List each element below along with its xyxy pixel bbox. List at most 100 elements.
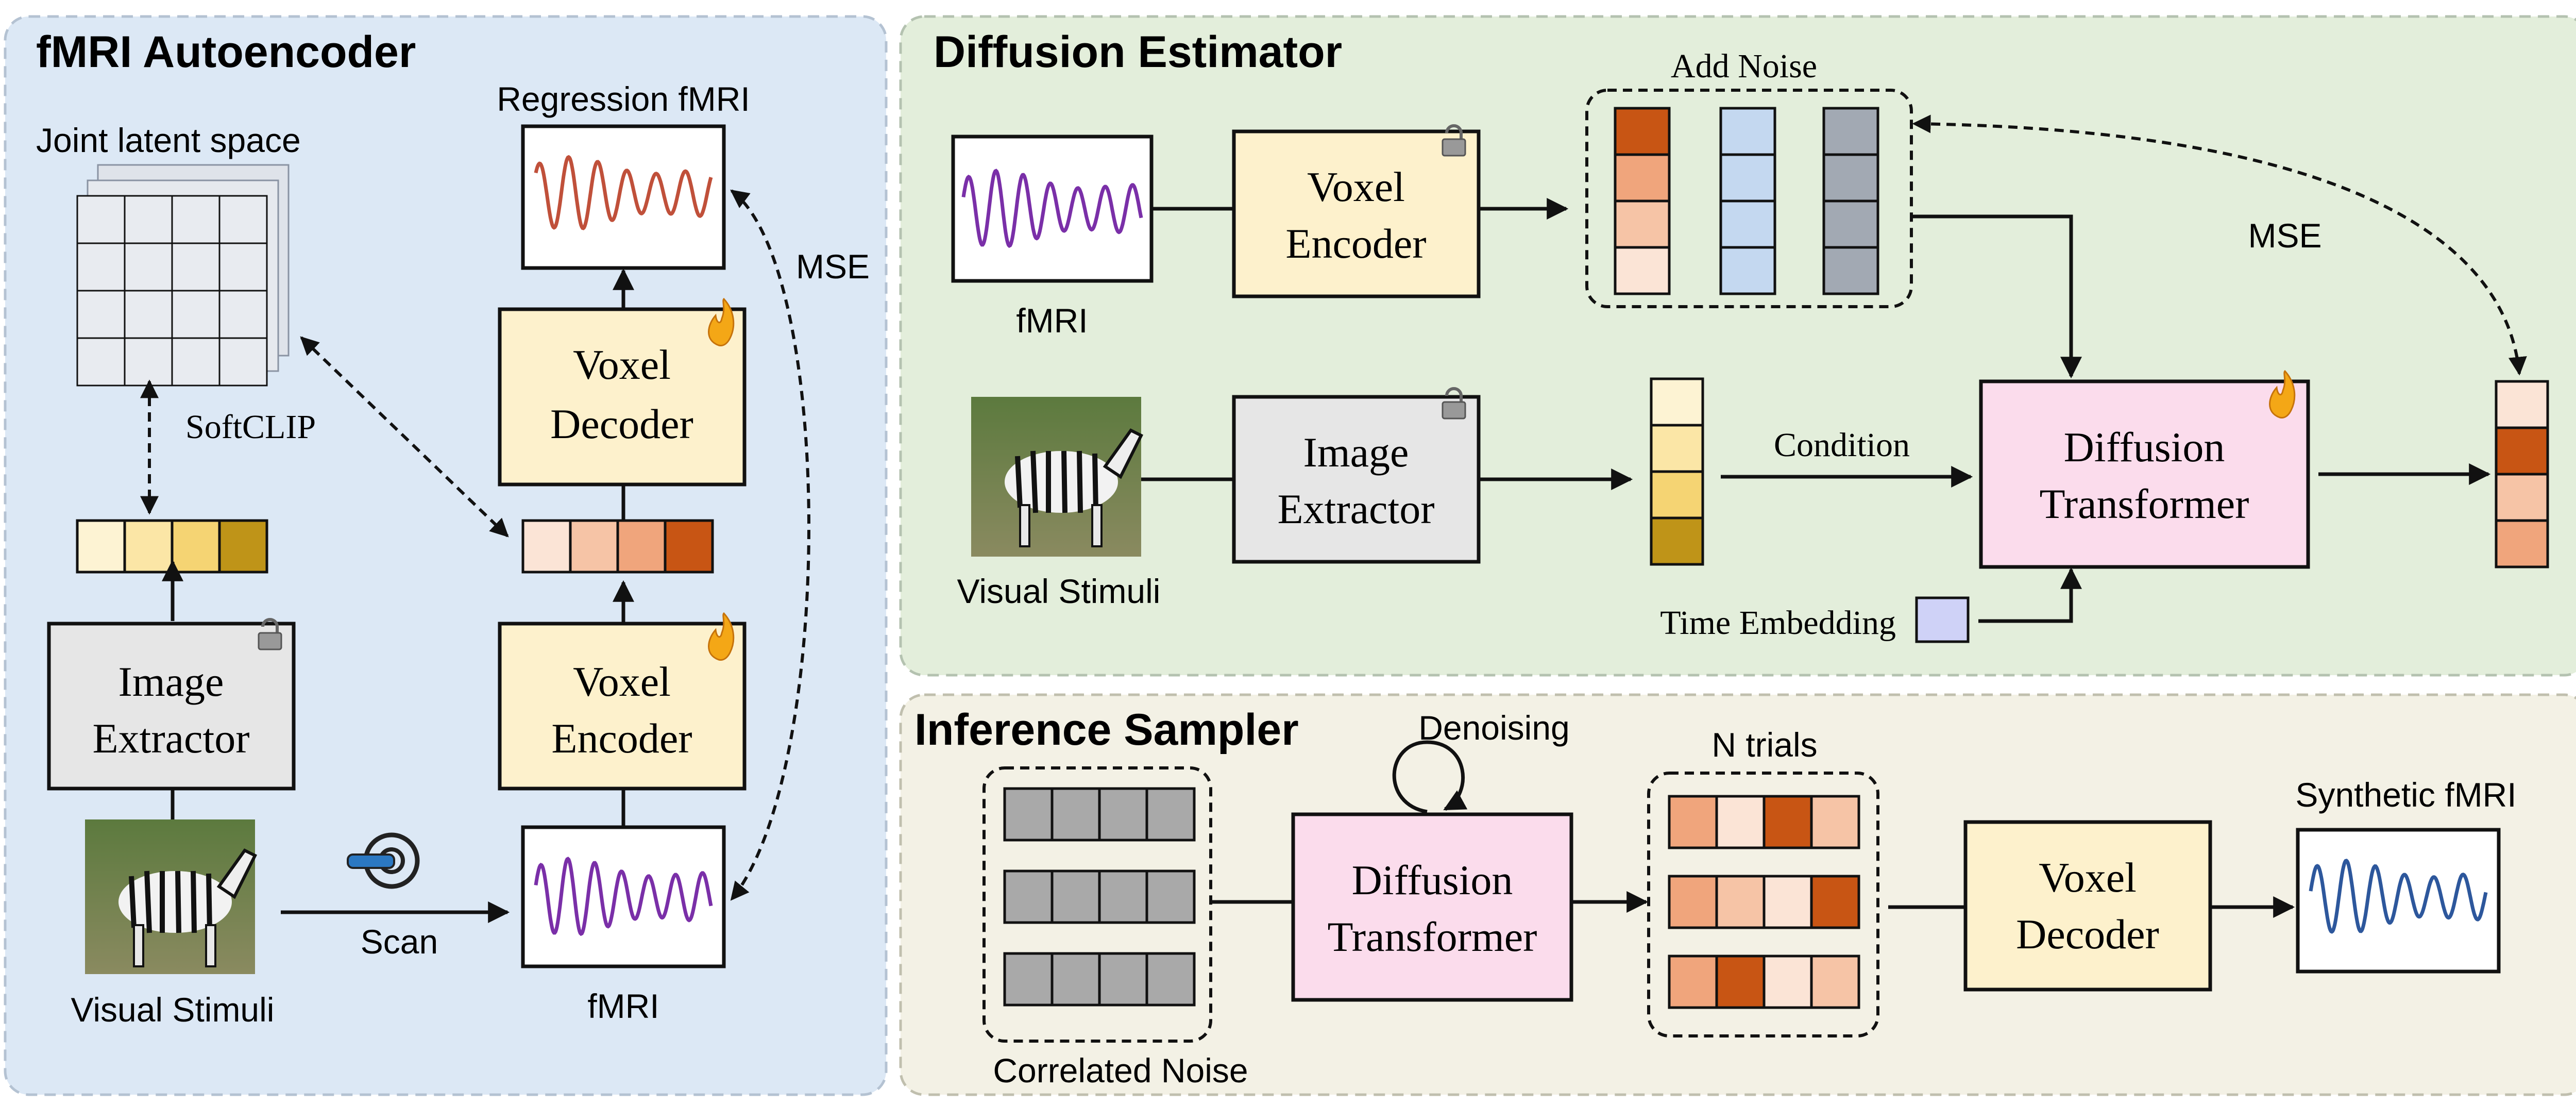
estimator-image-extractor-label-2: Extractor xyxy=(1277,485,1434,532)
noise-token xyxy=(1719,107,1776,156)
panel-title-autoencoder: fMRI Autoencoder xyxy=(36,27,416,77)
flame-icon xyxy=(2269,370,2296,418)
diffusion-transformer-label-1: Diffusion xyxy=(2064,424,2225,471)
n-trials-rows xyxy=(1668,795,1860,1009)
panel-title-sampler: Inference Sampler xyxy=(914,705,1299,755)
softclip-label: SoftCLIP xyxy=(185,408,316,446)
estimator-fmri-label: fMRI xyxy=(1016,302,1088,340)
correlated-noise-label: Correlated Noise xyxy=(993,1051,1248,1090)
denoising-loop-arrow xyxy=(1392,740,1468,814)
latent-grid-cell xyxy=(218,242,268,292)
output-token xyxy=(2495,473,2549,522)
estimator-fmri-curve xyxy=(961,169,1143,248)
latent-grid-cell xyxy=(76,195,126,244)
n-trials-group xyxy=(1647,772,1879,1037)
time-embedding-token xyxy=(1915,596,1970,643)
correlated-noise-token xyxy=(1003,787,1054,842)
softclip-diagonal-arrow xyxy=(300,336,509,538)
latent-token xyxy=(664,519,714,574)
sampler-diffusion-transformer-label-1: Diffusion xyxy=(1352,857,1513,903)
predicted-vector xyxy=(2495,380,2549,568)
fmri-signal-curve xyxy=(534,857,713,936)
latent-grid-cell xyxy=(76,242,126,292)
n-trials-label: N trials xyxy=(1711,726,1817,764)
add-noise-group xyxy=(1585,89,1913,308)
trial-token xyxy=(1762,875,1813,929)
condition-vector xyxy=(1650,377,1704,566)
image-extractor-label-2: Extractor xyxy=(92,715,249,762)
voxel-encoder-label-2: Encoder xyxy=(551,715,692,762)
mse-label: MSE xyxy=(796,247,870,286)
zebra-image xyxy=(85,819,258,974)
estimator-image-extractor-label-1: Image xyxy=(1303,429,1409,476)
noise-token xyxy=(1822,246,1879,295)
condition-token xyxy=(1650,470,1704,520)
trial-token xyxy=(1762,795,1813,849)
voxel-decoder-box xyxy=(498,307,747,487)
visual-stimuli-label: Visual Stimuli xyxy=(71,991,275,1029)
trial-token xyxy=(1715,875,1766,929)
lock-icon xyxy=(258,618,282,650)
latent-token xyxy=(171,519,221,574)
diffusion-transformer-box xyxy=(1979,379,2310,569)
correlated-noise-token xyxy=(1050,787,1101,842)
flame-icon xyxy=(708,612,735,661)
trial-token xyxy=(1810,795,1860,849)
latent-grid-cell xyxy=(171,242,221,292)
fmri-label: fMRI xyxy=(587,987,659,1025)
noise-token xyxy=(1719,246,1776,295)
latent-token xyxy=(218,519,268,574)
latent-token xyxy=(76,519,126,574)
regression-fmri-label: Regression fMRI xyxy=(497,80,750,118)
add-noise-label: Add Noise xyxy=(1671,47,1817,85)
time-embedding-label: Time Embedding xyxy=(1660,604,1896,642)
latent-token xyxy=(123,519,174,574)
diffusion-transformer-label-2: Transformer xyxy=(2040,480,2249,527)
latent-token xyxy=(569,519,619,574)
estimator-voxel-encoder-label-2: Encoder xyxy=(1285,220,1426,267)
flame-icon xyxy=(708,297,735,346)
correlated-noise-group xyxy=(982,766,1212,1043)
trial-token xyxy=(1715,955,1766,1009)
trial-token xyxy=(1668,795,1718,849)
correlated-noise-token xyxy=(1145,787,1196,842)
fmri-latent-vector xyxy=(521,519,714,574)
latent-grid-cell xyxy=(76,337,126,387)
denoising-label: Denoising xyxy=(1418,709,1570,747)
latent-grid-cell xyxy=(124,242,173,292)
sampler-voxel-decoder-box xyxy=(1963,820,2212,992)
condition-token xyxy=(1650,424,1704,473)
correlated-noise-token xyxy=(1003,952,1054,1007)
joint-latent-label: Joint latent space xyxy=(36,121,301,159)
noise-token xyxy=(1822,199,1879,249)
correlated-noise-token xyxy=(1050,952,1101,1007)
latent-grid-cell xyxy=(218,195,268,244)
condition-token xyxy=(1650,377,1704,427)
estimator-mse-arrow xyxy=(1912,114,2527,376)
output-token xyxy=(2495,426,2549,476)
estimator-fmri-box xyxy=(951,135,1154,283)
noise-token xyxy=(1822,107,1879,156)
correlated-noise-token xyxy=(1098,952,1148,1007)
sampler-voxel-decoder-label-2: Decoder xyxy=(2016,911,2159,958)
output-token xyxy=(2495,380,2549,429)
joint-latent-grid xyxy=(76,164,290,387)
estimator-voxel-encoder-box xyxy=(1232,129,1481,298)
synthetic-fmri-curve xyxy=(2309,859,2488,934)
noise-token xyxy=(1719,199,1776,249)
estimator-mse-label: MSE xyxy=(2248,216,2321,255)
estimator-zebra-image xyxy=(971,397,1144,557)
condition-label: Condition xyxy=(1774,426,1910,464)
noise-token xyxy=(1719,153,1776,203)
correlated-noise-token xyxy=(1098,869,1148,924)
lock-icon xyxy=(1442,124,1466,157)
latent-grid-cell xyxy=(76,290,126,339)
correlated-noise-rows xyxy=(1003,787,1196,1007)
trial-token xyxy=(1668,955,1718,1009)
condition-token xyxy=(1650,516,1704,566)
noise-token xyxy=(1614,153,1671,203)
synthetic-fmri-label: Synthetic fMRI xyxy=(2295,776,2516,814)
sampler-voxel-decoder-label-1: Voxel xyxy=(2039,854,2137,901)
voxel-encoder-label-1: Voxel xyxy=(573,658,671,705)
